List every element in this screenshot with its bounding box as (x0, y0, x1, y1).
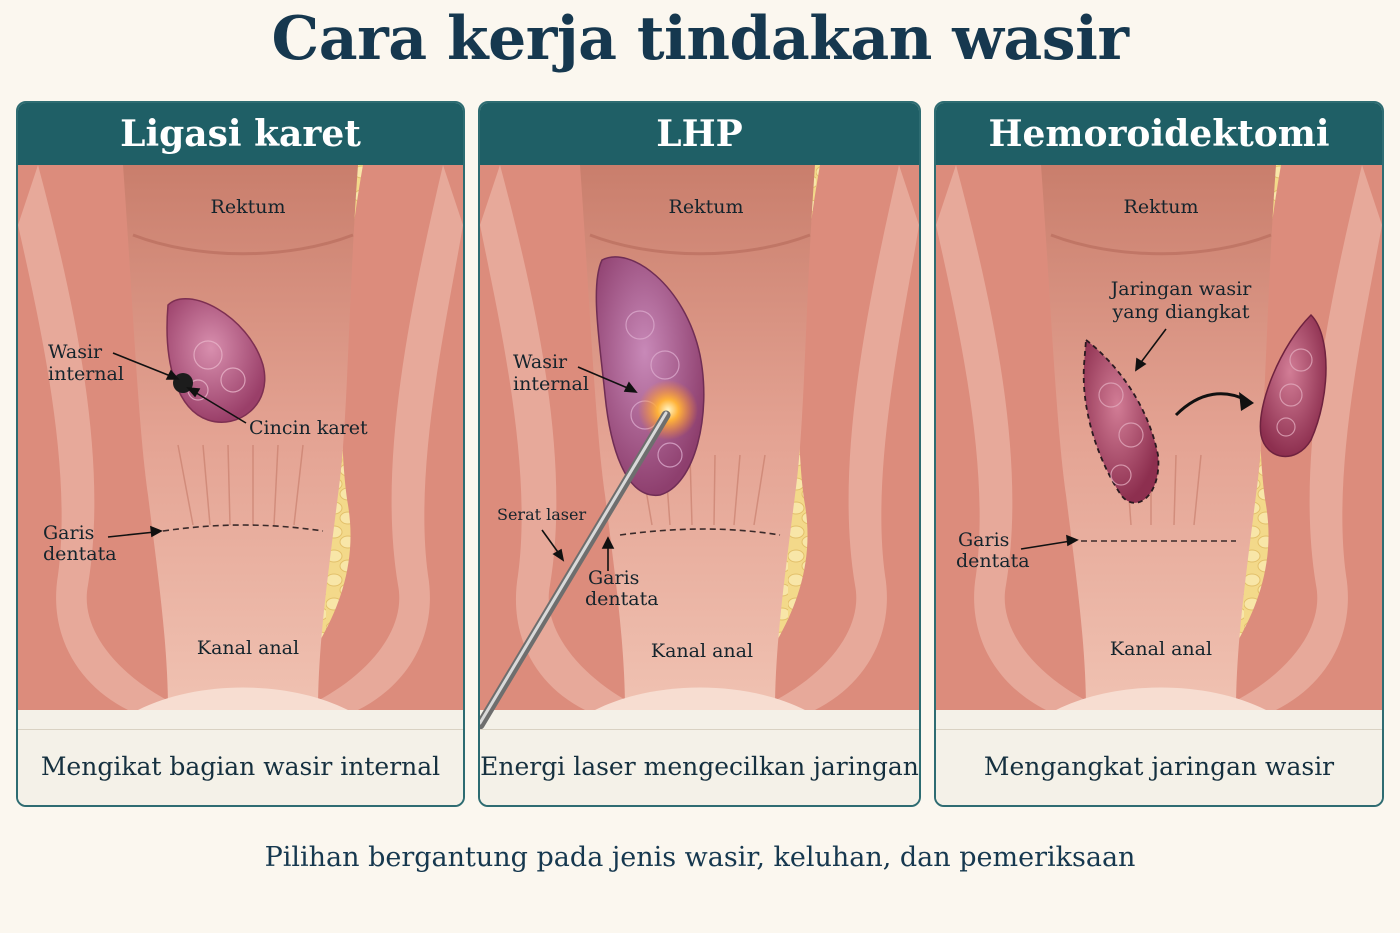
page-title: Cara kerja tindakan wasir (271, 4, 1129, 74)
footer-note: Pilihan bergantung pada jenis wasir, kel… (264, 842, 1136, 873)
anal-canal-label: Kanal anal (1110, 638, 1212, 660)
panel-hemorrhoidectomy: Hemoroidektomi (934, 101, 1384, 807)
panel-header: Hemoroidektomi (936, 103, 1382, 165)
dentate-line-label: Garis (958, 529, 1009, 551)
anal-canal-label: Kanal anal (651, 640, 753, 662)
dentate-line-label: Garis (43, 522, 94, 544)
anatomy-illustration: Rektum Wasir internal Cincin karet Garis… (18, 165, 463, 733)
panel-caption: Mengangkat jaringan wasir (936, 729, 1382, 805)
anal-canal-label: Kanal anal (197, 637, 299, 659)
internal-hemorrhoid-label: internal (48, 363, 124, 385)
panel-caption: Energi laser mengecilkan jaringan (480, 729, 919, 805)
internal-hemorrhoid-label: internal (513, 373, 589, 395)
laser-fiber-label: Serat laser (497, 505, 586, 524)
dentate-line-label: dentata (43, 543, 117, 565)
rubber-band-label: Cincin karet (249, 417, 368, 439)
internal-hemorrhoid-label: Wasir (513, 351, 568, 373)
removed-hemorrhoid (1259, 313, 1327, 457)
excision-site (1082, 338, 1160, 504)
panel-rubber-band-ligation: Ligasi karet (16, 101, 465, 807)
panel-laser-hemorrhoidoplasty: LHP (478, 101, 921, 807)
removed-tissue-label: Jaringan wasir (1109, 278, 1253, 300)
dentate-line-label: dentata (585, 588, 659, 610)
dentate-line-label: dentata (956, 550, 1030, 572)
anatomy-illustration: Rektum Jaringan wasir yang diangkat Gari… (936, 165, 1382, 733)
laser-glow (638, 380, 698, 440)
removed-tissue-label: yang diangkat (1112, 301, 1250, 323)
panel-caption: Mengikat bagian wasir internal (18, 729, 463, 805)
internal-hemorrhoid-label: Wasir (48, 341, 103, 363)
panel-header: LHP (480, 103, 919, 165)
panel-header: Ligasi karet (18, 103, 463, 165)
rectum-label: Rektum (211, 196, 286, 218)
rectum-label: Rektum (669, 196, 744, 218)
rectum-label: Rektum (1124, 196, 1199, 218)
dentate-line-label: Garis (588, 567, 639, 589)
anatomy-illustration: Rektum Wasir internal Serat laser Garis … (480, 165, 919, 733)
